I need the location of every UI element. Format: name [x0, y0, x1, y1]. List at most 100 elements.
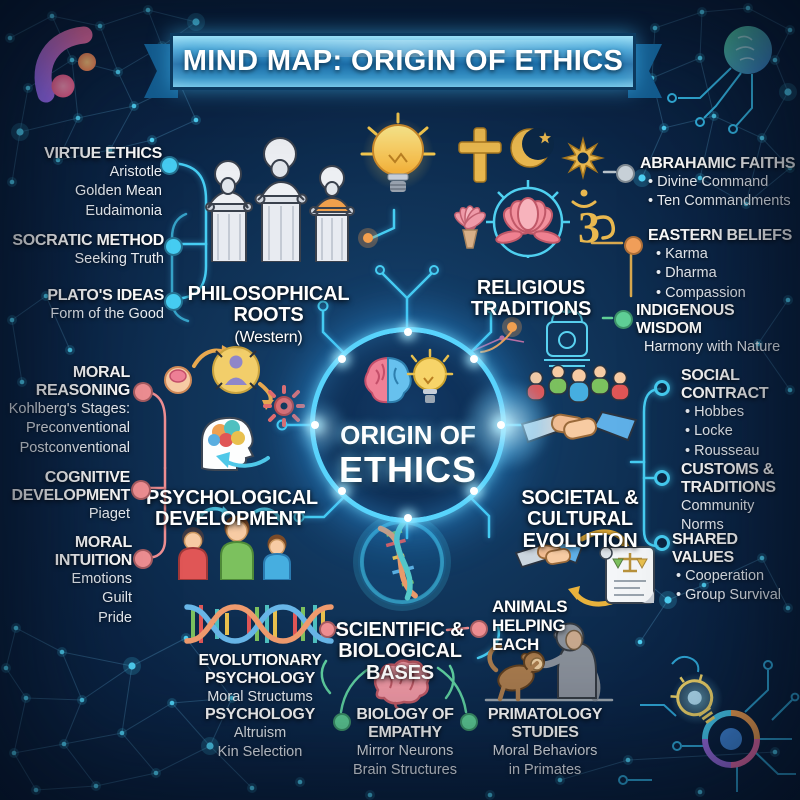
- node-socratic-method: SOCRATIC METHOD Seeking Truth: [12, 232, 164, 269]
- poster-title: MIND MAP: ORIGIN OF ETHICS: [182, 45, 624, 77]
- node-line: Piaget: [88, 505, 130, 522]
- ring-node: [404, 328, 412, 336]
- node-line: Mirror Neurons: [356, 742, 454, 759]
- lantern-icon: [544, 308, 590, 367]
- node-eastern-beliefs: EASTERN BELIEFS • Karma • Dharma • Compa…: [648, 227, 792, 303]
- circuit-sphere-logo: [667, 26, 772, 134]
- connector-dot: [614, 310, 633, 329]
- brand-arc-logo: [34, 26, 96, 103]
- node-title: ANIMALS HELPING EACH: [492, 597, 568, 655]
- scales-icon: [612, 553, 648, 573]
- sunburst-icon: [561, 136, 605, 180]
- node-indigenous-wisdom: INDIGENOUS WISDOM Harmony with Nature: [636, 302, 800, 357]
- node-line: • Ten Commandments: [648, 193, 791, 210]
- node-social-contract: SOCIAL CONTRACT • Hobbes • Locke • Rouss…: [681, 367, 769, 461]
- branch-psychological-development: PSYCHOLOGICAL DEVELOPMENT: [146, 466, 318, 531]
- node-primatology-studies: PRIMATOLOGY STUDIES Moral Behaviors in P…: [468, 706, 622, 781]
- node-title: CUSTOMS & TRADITIONS: [681, 461, 776, 496]
- node-title: SHARED VALUES: [672, 531, 738, 566]
- node-title: BIOLOGY OF EMPATHY: [356, 706, 454, 741]
- node-line: Guilt: [102, 590, 132, 607]
- branch-scientific-biological-bases: SCIENTIFIC & BIOLOGICAL BASES: [330, 598, 470, 684]
- idea-bulb-icon: [360, 112, 436, 192]
- connector-dot: [616, 164, 635, 183]
- node-line: Golden Mean: [74, 183, 162, 200]
- node-line: • Cooperation: [676, 567, 765, 584]
- node-title: INDIGENOUS WISDOM: [636, 302, 735, 337]
- dna-circle-icon: [353, 513, 451, 611]
- node-line: • Group Survival: [676, 587, 782, 604]
- connector-dot: [160, 156, 179, 175]
- node-line: • Dharma: [656, 265, 717, 282]
- node-psychology: PSYCHOLOGY Altruism Kin Selection: [190, 706, 330, 763]
- node-line: Emotions: [71, 570, 132, 587]
- node-line: Harmony with Nature: [644, 338, 781, 355]
- node-customs-traditions: CUSTOMS & TRADITIONS Community Norms: [681, 461, 800, 536]
- node-cognitive-development: COGNITIVE DEVELOPMENT Piaget: [12, 469, 131, 524]
- node-title: COGNITIVE DEVELOPMENT: [11, 469, 131, 504]
- ring-node: [338, 355, 346, 363]
- central-title-line1: ORIGIN OF: [340, 420, 476, 450]
- handshake-icon: [520, 410, 638, 444]
- node-title: PRIMATOLOGY STUDIES: [487, 706, 603, 741]
- branch-subtitle: (Western): [234, 328, 303, 346]
- node-title: EVOLUTIONARY PSYCHOLOGY: [198, 652, 322, 687]
- brain-head-icon: [201, 416, 255, 471]
- connector-dot: [131, 480, 151, 500]
- central-title-line2: ETHICS: [338, 449, 477, 490]
- node-evolutionary-psychology: EVOLUTIONARY PSYCHOLOGY Moral Structums: [170, 652, 350, 707]
- node-line: • Rousseau: [685, 442, 760, 459]
- society-group-icon: [520, 364, 638, 444]
- node-shared-values: SHARED VALUES • Cooperation • Group Surv…: [672, 531, 800, 606]
- connector-dot: [333, 713, 351, 731]
- logo-dot-pink: [51, 74, 75, 98]
- branch-title-text: SCIENTIFIC & BIOLOGICAL BASES: [335, 618, 465, 684]
- node-platos-ideas: PLATO'S IDEAS Form of the Good: [47, 287, 164, 324]
- ring-node: [311, 421, 319, 429]
- connector-lines-misc: [320, 170, 633, 714]
- node-line: Pride: [98, 609, 132, 626]
- branch-title-text: RELIGIOUS TRADITIONS: [470, 276, 592, 321]
- node-line: • Locke: [685, 423, 733, 440]
- lotus-icon: [486, 180, 570, 258]
- pink-constellation: [467, 335, 525, 355]
- branch-title-text: PSYCHOLOGICAL DEVELOPMENT: [146, 486, 318, 531]
- glow-bulb-icon: [670, 674, 716, 724]
- branch-philosophical-roots: PHILOSOPHICAL ROOTS (Western): [186, 262, 351, 368]
- contract-scroll-icon: [599, 546, 655, 604]
- node-line: Seeking Truth: [74, 250, 164, 267]
- node-line: Kohlberg's Stages:: [8, 400, 130, 417]
- mother-figure: [178, 527, 208, 580]
- svg-text:3: 3: [578, 203, 600, 252]
- father-figure: [220, 515, 254, 580]
- branch-title-text: SOCIETAL & CULTURAL EVOLUTION: [521, 486, 639, 552]
- connector-dot: [319, 621, 336, 638]
- flower-offering-icon: [454, 205, 486, 249]
- node-title: EASTERN BELIEFS: [648, 227, 792, 244]
- connector-dot: [460, 713, 478, 731]
- logo-dot-orange: [78, 53, 96, 71]
- gear-icon: [263, 385, 305, 427]
- glow-nodes-orange: [358, 228, 522, 337]
- node-title: SOCIAL CONTRACT: [681, 367, 769, 402]
- family-icon: [178, 506, 291, 580]
- node-line: Altruism: [233, 724, 287, 741]
- cross-icon: [458, 127, 502, 183]
- connector-dot: [470, 620, 488, 638]
- small-head-icon: [164, 366, 192, 394]
- node-title: SOCRATIC METHOD: [12, 232, 164, 249]
- ring-node: [497, 421, 505, 429]
- crescent-star-icon: [510, 128, 554, 168]
- ring-node: [338, 487, 346, 495]
- node-line: Community Norms: [681, 497, 755, 534]
- connector-dot: [654, 380, 670, 396]
- ring-node: [404, 514, 412, 522]
- ring-node: [470, 487, 478, 495]
- node-line: • Hobbes: [685, 403, 745, 420]
- handshake-contract-cycle-icon: [514, 529, 655, 607]
- person-circle-icon: [212, 346, 260, 394]
- node-animals-helping: ANIMALS HELPING EACH: [492, 597, 568, 655]
- connector-dot: [624, 236, 643, 255]
